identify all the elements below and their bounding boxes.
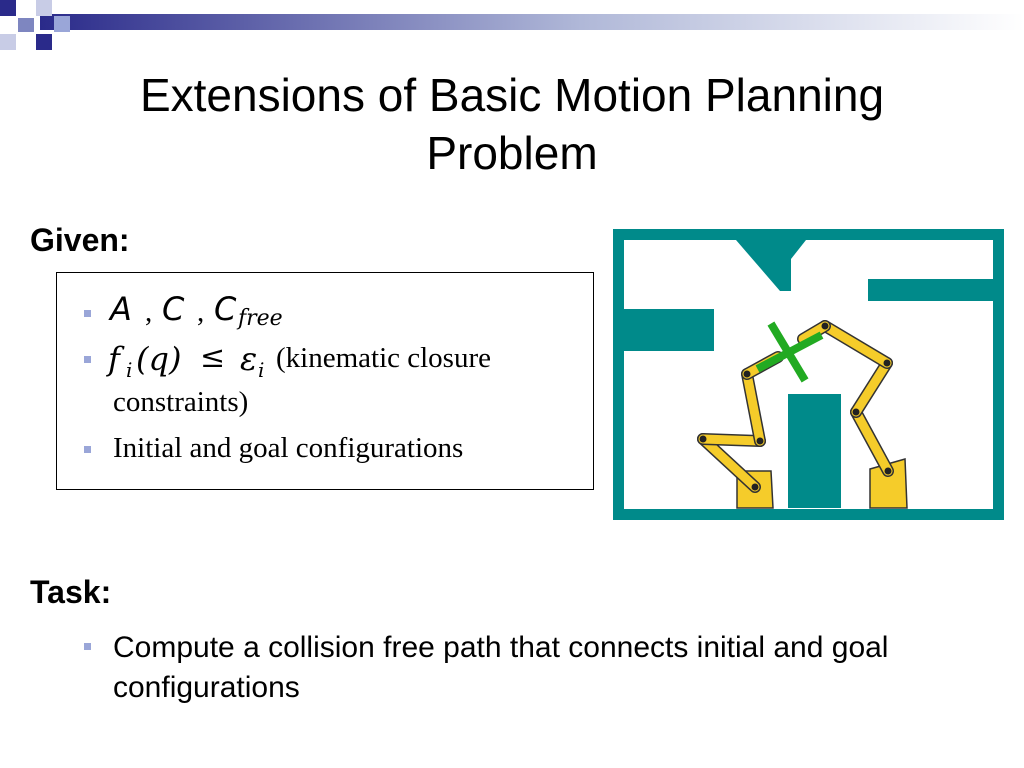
math-C: C (214, 290, 237, 328)
right-robot-arm (797, 320, 908, 509)
task-item-1: Compute a collision free path that conne… (113, 631, 889, 704)
math-f: f (108, 340, 120, 378)
robot-arms-diagram (613, 229, 1004, 520)
math-epsilon: ε (240, 340, 258, 378)
given-item-2-text: (kinematic closure (276, 342, 491, 374)
math-A: A (110, 290, 132, 328)
math-subscript-free: free (238, 306, 283, 331)
given-item-3: Initial and goal configurations (113, 432, 464, 464)
task-heading: Task: (30, 574, 112, 610)
joints (699, 322, 892, 491)
math-leq: ≤ (200, 340, 226, 375)
given-heading: Given: (30, 222, 130, 258)
given-box (56, 272, 594, 490)
slide-header-decoration (0, 0, 1024, 50)
math-subscript-i: i (126, 358, 133, 382)
bullet-icon (84, 643, 91, 650)
closure-tool (755, 321, 824, 383)
slide-title: Extensions of Basic Motion Planning Prob… (139, 69, 885, 179)
bullet-icon (84, 356, 91, 363)
obstacle (788, 394, 841, 508)
comma: , (145, 296, 153, 328)
bullet-icon (84, 310, 91, 317)
obstacle (868, 279, 993, 301)
math-C: C (162, 290, 185, 328)
bullet-icon (84, 446, 91, 453)
math-q: (q) (136, 340, 182, 378)
obstacle (736, 240, 806, 291)
given-item-2-text-cont: constraints) (113, 386, 249, 418)
math-subscript-i: i (258, 358, 265, 382)
obstacle (624, 309, 714, 351)
comma: , (197, 296, 205, 328)
